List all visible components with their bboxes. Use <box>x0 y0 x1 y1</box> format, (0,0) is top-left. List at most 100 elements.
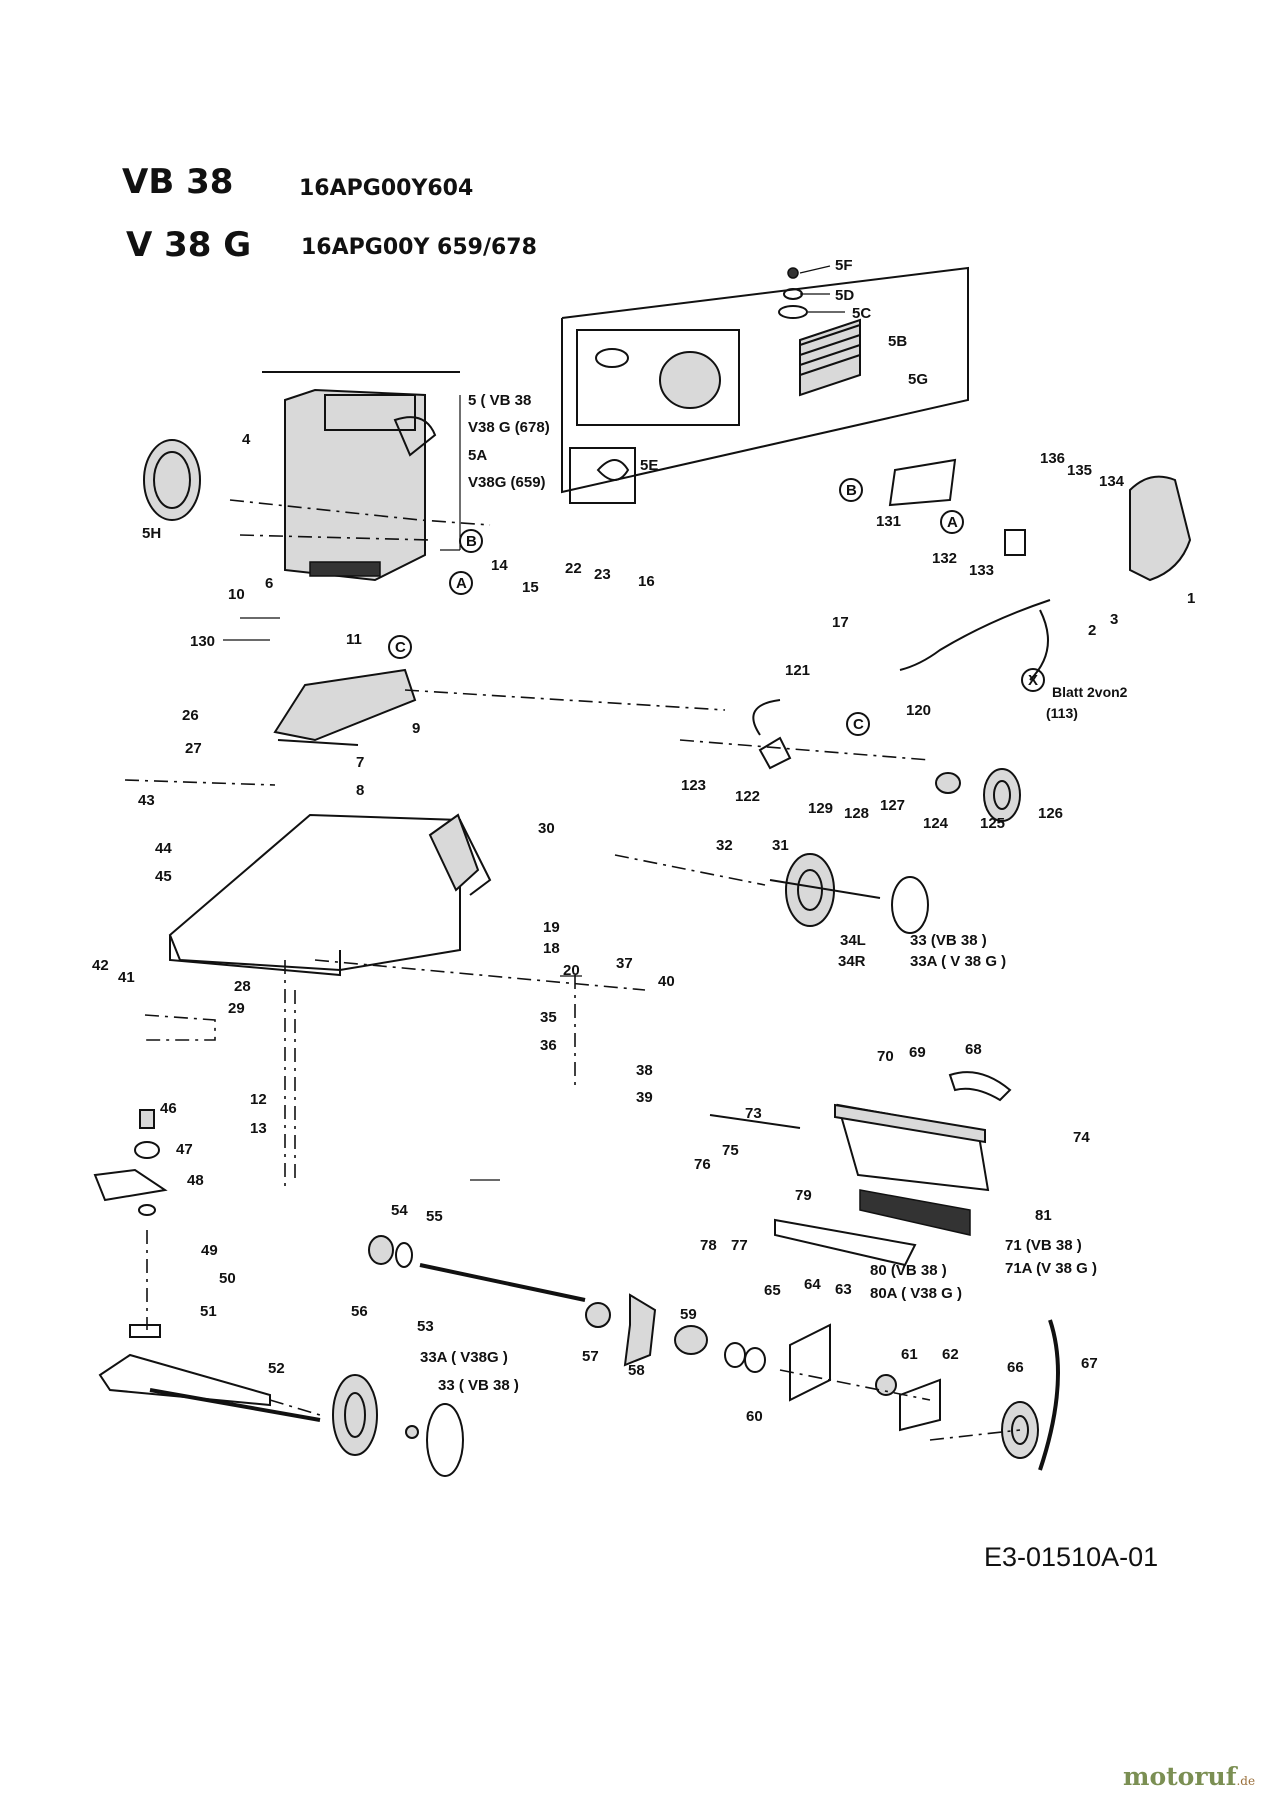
drawing-code: E3-01510A-01 <box>984 1542 1159 1572</box>
side-cover <box>888 458 1192 582</box>
callout-38: 38 <box>636 1062 653 1079</box>
model-vb38: VB 38 <box>122 162 234 202</box>
callout-1: 1 <box>1187 590 1195 607</box>
callout-127: 127 <box>880 797 905 814</box>
callout-133: 133 <box>969 562 994 579</box>
svg-text:A: A <box>456 575 467 592</box>
callout-59: 59 <box>680 1306 697 1323</box>
callout-52: 52 <box>268 1360 285 1377</box>
callout-27: 27 <box>185 740 202 757</box>
rotor-shaft <box>368 1235 941 1432</box>
engine-label-659: V38G (659) <box>468 474 546 491</box>
label-80a: 80A ( V38 G ) <box>870 1285 962 1302</box>
engine-detail-inset <box>561 266 969 504</box>
callout-76: 76 <box>694 1156 711 1173</box>
callout-45: 45 <box>155 868 172 885</box>
callout-73: 73 <box>745 1105 762 1122</box>
callout-79: 79 <box>795 1187 812 1204</box>
callout-123: 123 <box>681 777 706 794</box>
callout-122: 122 <box>735 788 760 805</box>
front-axle-wheel <box>98 1353 464 1477</box>
callout-40: 40 <box>658 973 675 990</box>
callout-56: 56 <box>351 1303 368 1320</box>
callout-78: 78 <box>700 1237 717 1254</box>
rear-wheel-upper <box>769 853 929 934</box>
engine-label-678: V38 G (678) <box>468 419 550 436</box>
rear-wheel-lower <box>1001 1319 1060 1471</box>
label-80: 80 (VB 38 ) <box>870 1262 947 1279</box>
callout-3: 3 <box>1110 611 1118 628</box>
callout-129: 129 <box>808 800 833 817</box>
callout-126: 126 <box>1038 805 1063 822</box>
watermark-suffix: .de <box>1236 1774 1256 1788</box>
leader-lines <box>223 265 845 1181</box>
height-adjuster <box>93 1109 168 1338</box>
callout-130: 130 <box>190 633 215 650</box>
belt-drive-assembly <box>758 736 1021 822</box>
callout-60: 60 <box>746 1408 763 1425</box>
mower-deck <box>168 813 492 977</box>
engine <box>143 371 460 582</box>
code-v38g: 16APG00Y 659/678 <box>301 235 537 260</box>
callout-5c: 5C <box>852 305 871 322</box>
marker-b-right: B <box>839 478 863 502</box>
callout-42: 42 <box>92 957 109 974</box>
callout-57: 57 <box>582 1348 599 1365</box>
part-number-callouts: 1 2 3 4 5F 5D 5C 5B 5G 5E 5H 6 7 8 9 10 … <box>92 257 1195 1425</box>
callout-48: 48 <box>187 1172 204 1189</box>
callout-66: 66 <box>1007 1359 1024 1376</box>
callout-5d: 5D <box>835 287 854 304</box>
callout-49: 49 <box>201 1242 218 1259</box>
callout-15: 15 <box>522 579 539 596</box>
callout-31: 31 <box>772 837 789 854</box>
label-71a: 71A (V 38 G ) <box>1005 1260 1097 1277</box>
callout-61: 61 <box>901 1346 918 1363</box>
watermark-logo: motoruf.de <box>1123 1762 1255 1791</box>
callout-121: 121 <box>785 662 810 679</box>
callout-19: 19 <box>543 919 560 936</box>
callout-132: 132 <box>932 550 957 567</box>
callout-28: 28 <box>234 978 251 995</box>
mount-plate <box>273 668 417 746</box>
callout-124: 124 <box>923 815 949 832</box>
svg-text:C: C <box>395 639 406 656</box>
callout-29: 29 <box>228 1000 245 1017</box>
callout-62: 62 <box>942 1346 959 1363</box>
marker-b-engine: B <box>459 529 483 553</box>
callout-74: 74 <box>1073 1129 1090 1146</box>
callout-30: 30 <box>538 820 555 837</box>
callout-134: 134 <box>1099 473 1125 490</box>
svg-text:X: X <box>1028 672 1038 689</box>
callout-18: 18 <box>543 940 560 957</box>
callout-47: 47 <box>176 1141 193 1158</box>
callout-26: 26 <box>182 707 199 724</box>
label-34l: 34L <box>840 932 866 949</box>
callout-50: 50 <box>219 1270 236 1287</box>
callout-41: 41 <box>118 969 135 986</box>
label-71: 71 (VB 38 ) <box>1005 1237 1082 1254</box>
label-33-vb: 33 (VB 38 ) <box>910 932 987 949</box>
marker-a-right: A <box>940 510 964 534</box>
model-v38g: V 38 G <box>126 225 252 265</box>
callout-5f: 5F <box>835 257 853 274</box>
sheet-ref-line1: Blatt 2von2 <box>1052 684 1128 700</box>
sheet-ref-line2: (113) <box>1046 705 1078 721</box>
callout-67: 67 <box>1081 1355 1098 1372</box>
callout-20: 20 <box>563 962 580 979</box>
rear-flap <box>709 1071 1012 1267</box>
label-34r: 34R <box>838 953 866 970</box>
label-33a-lower: 33A ( V38G ) <box>420 1349 508 1366</box>
callout-53: 53 <box>417 1318 434 1335</box>
callout-65: 65 <box>764 1282 781 1299</box>
callout-5b: 5B <box>888 333 907 350</box>
callout-46: 46 <box>160 1100 177 1117</box>
callout-12: 12 <box>250 1091 267 1108</box>
callout-16: 16 <box>638 573 655 590</box>
marker-x: X <box>1021 668 1045 692</box>
callout-51: 51 <box>200 1303 217 1320</box>
svg-text:B: B <box>466 533 477 550</box>
callout-32: 32 <box>716 837 733 854</box>
marker-a-engine: A <box>449 571 473 595</box>
callout-136: 136 <box>1040 450 1065 467</box>
